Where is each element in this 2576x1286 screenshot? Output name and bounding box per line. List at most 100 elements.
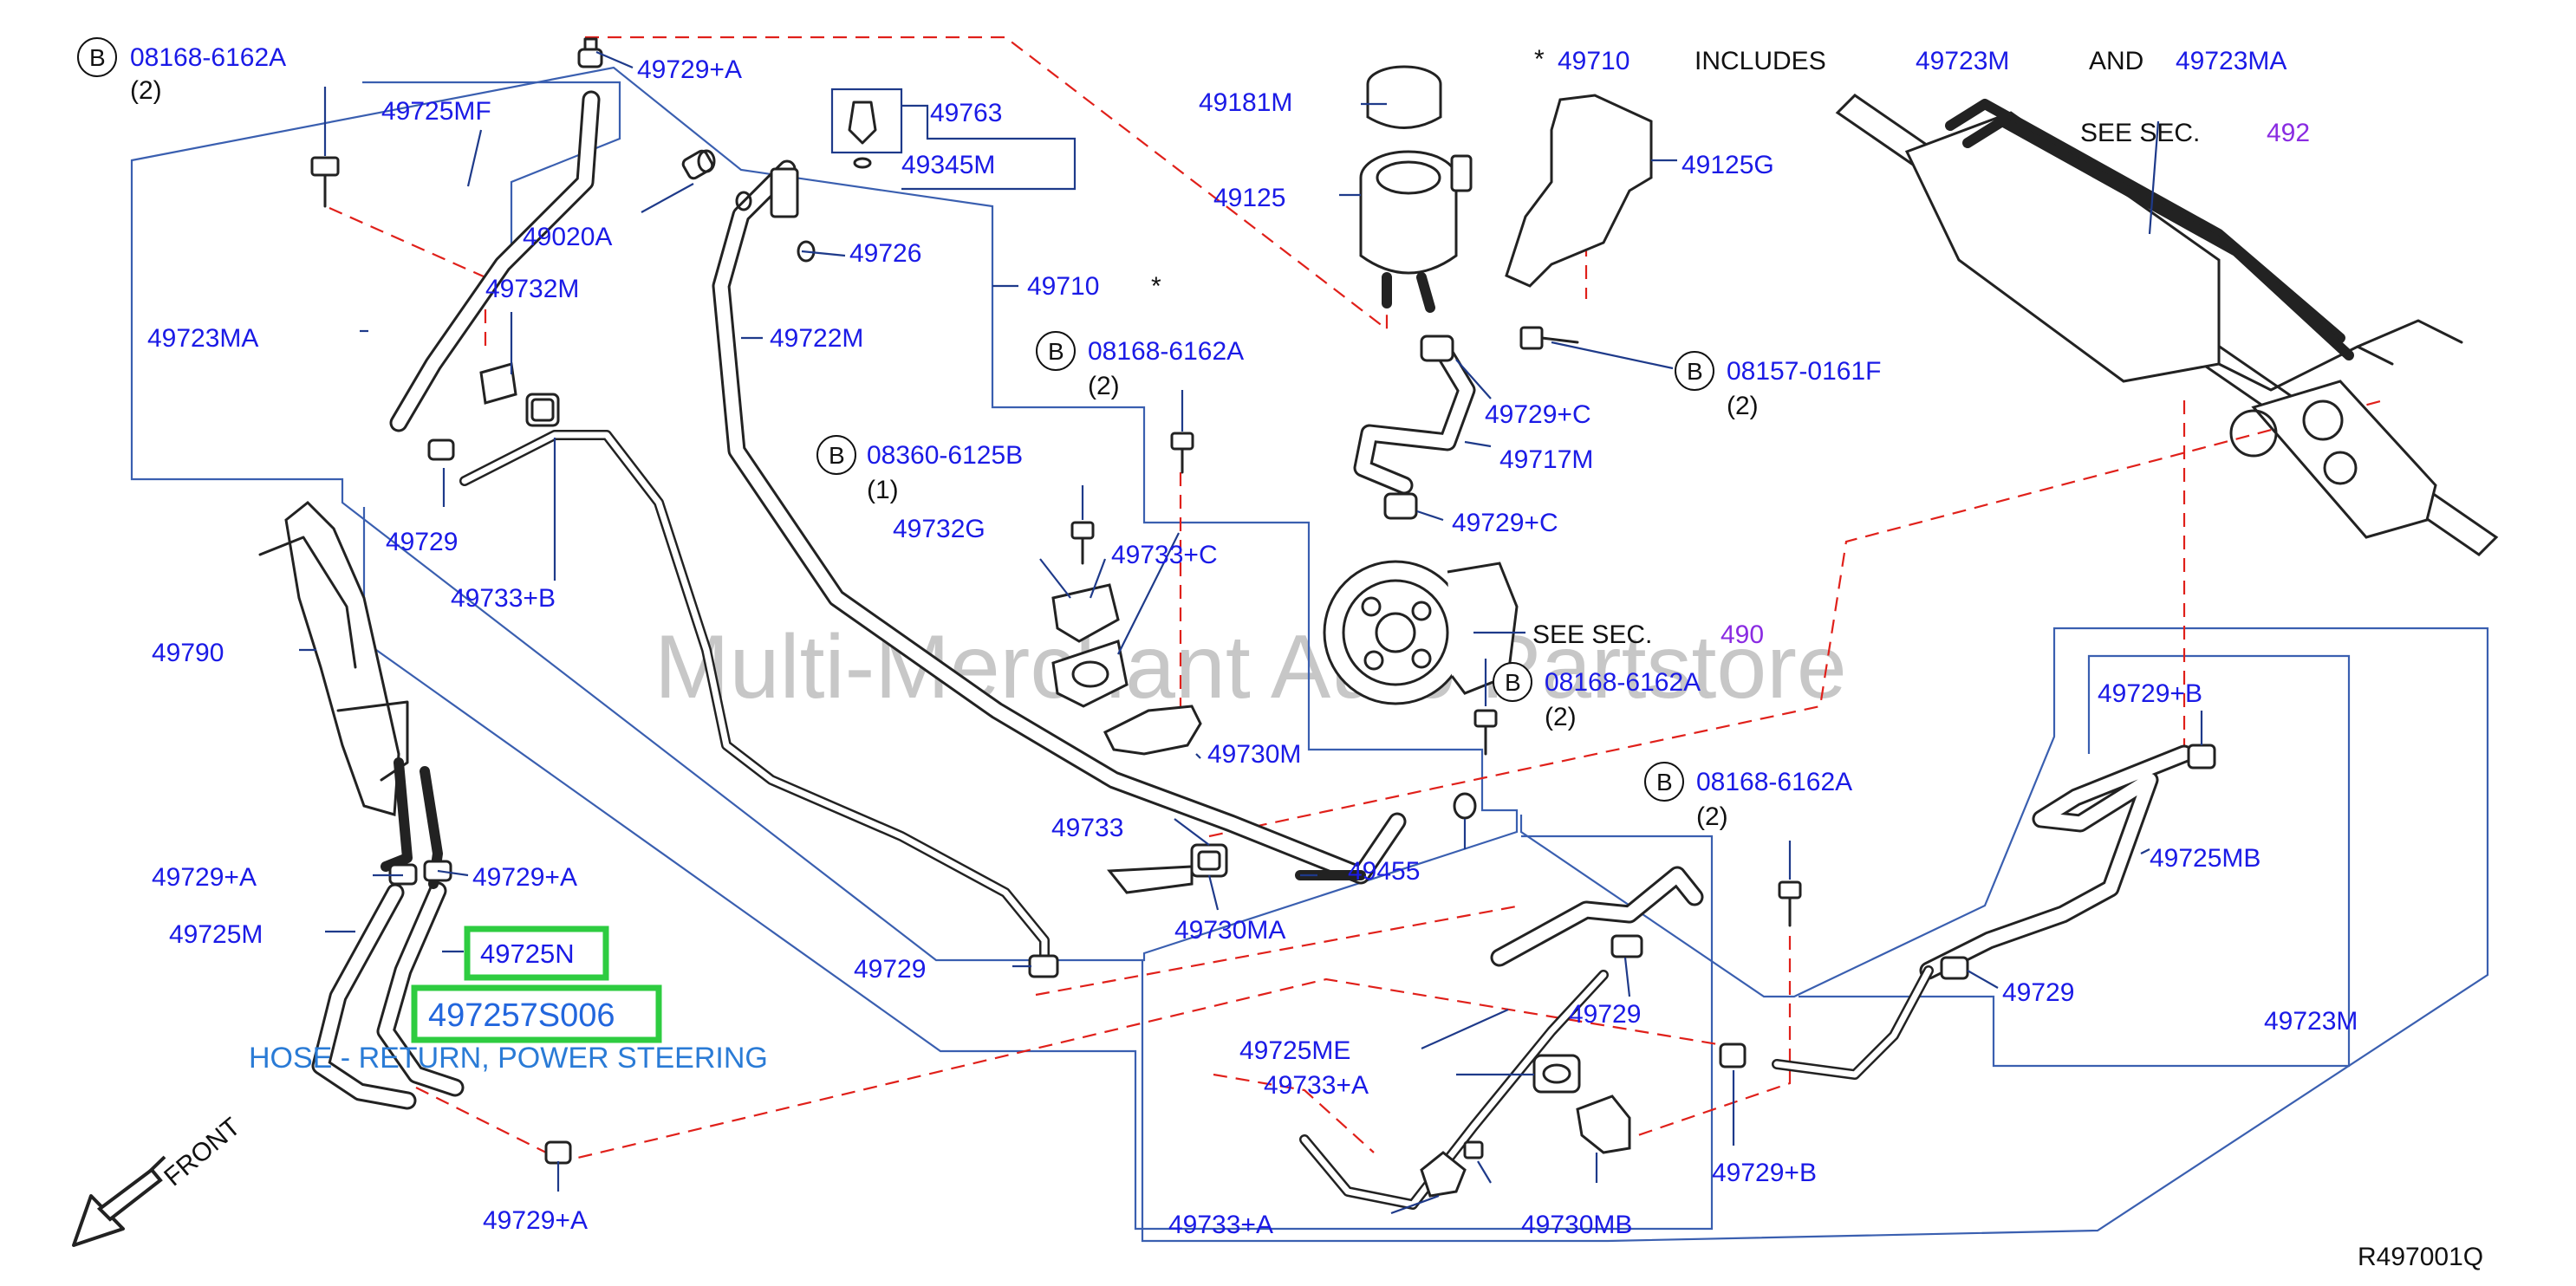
label-49730mb: 49730MB	[1521, 1211, 1632, 1239]
bracket-49730m	[1103, 705, 1202, 756]
dash-10	[1637, 936, 1792, 1137]
bolt-08168-3	[1473, 709, 1498, 756]
svg-text:B: B	[829, 442, 845, 469]
svg-text:08168-6162A: 08168-6162A	[130, 43, 286, 72]
bolt-08360	[1070, 521, 1095, 565]
bolt-ref-2: B 08168-6162A (2)	[1036, 331, 1244, 400]
reservoir-49125	[1359, 150, 1473, 313]
clamp-49729-mid	[1028, 954, 1059, 978]
clamp-49732g	[1051, 583, 1129, 708]
bolt-ref-5: B 08168-6162A (2)	[1493, 662, 1701, 731]
label-sec-490: 490	[1721, 620, 1764, 649]
part-49020a	[681, 149, 716, 180]
box-49763	[830, 88, 903, 154]
group-outline-inner	[1799, 654, 2351, 1068]
group-outline-49725mf	[362, 81, 621, 260]
clamp-49729c-2	[1383, 492, 1418, 520]
fitting-49722m	[770, 167, 799, 218]
label-49729a-l2: 49729+A	[472, 863, 577, 892]
label-49181m: 49181M	[1199, 88, 1292, 117]
label-and: AND	[2089, 47, 2143, 75]
label-49455: 49455	[1348, 857, 1420, 886]
label-49732g: 49732G	[893, 515, 986, 543]
clamp-49729c-1	[1420, 334, 1454, 362]
svg-text:B: B	[1687, 358, 1703, 385]
label-49763: 49763	[930, 99, 1002, 127]
svg-text:08360-6125B: 08360-6125B	[867, 441, 1023, 470]
clamp-49729b-top	[2187, 744, 2216, 770]
label-49790: 49790	[152, 639, 224, 667]
clamp-49729a-bottom	[544, 1140, 572, 1165]
clamp-49729b-low	[1719, 1042, 1747, 1068]
label-49725n: 49725N	[480, 939, 575, 969]
washer-49726-b	[797, 240, 816, 263]
bolt-08168-4	[1778, 880, 1802, 927]
bolt-ref-1: B 08168-6162A (2)	[77, 37, 286, 105]
label-star-top: *	[1534, 45, 1545, 74]
label-49729-left: 49729	[386, 528, 458, 556]
label-49733c: 49733+C	[1111, 541, 1218, 569]
highlight-box-49725n	[464, 926, 609, 981]
label-see-sec-490: SEE SEC.	[1532, 620, 1652, 649]
label-49733b: 49733+B	[451, 584, 556, 613]
cap-49181m	[1366, 65, 1442, 129]
pipe-49723m	[1772, 965, 1934, 1080]
label-49729b-top: 49729+B	[2098, 679, 2202, 708]
group-outline-49723ma	[130, 66, 1519, 962]
part-49763	[848, 101, 877, 145]
label-sec-492: 492	[2267, 119, 2310, 147]
highlight-box-497257s006	[411, 984, 662, 1043]
bolt-08157	[1519, 326, 1579, 350]
label-49717m: 49717M	[1499, 445, 1593, 474]
label-49729a-l1: 49729+A	[152, 863, 257, 892]
label-49729-right: 49729	[2002, 978, 2074, 1007]
label-497257s006: 497257S006	[428, 997, 615, 1034]
dash-9	[1213, 1073, 1375, 1153]
washer-49726-a	[735, 191, 752, 211]
label-49710-top: 49710	[1558, 47, 1630, 75]
label-49732m: 49732M	[485, 275, 579, 303]
bracket-49730ma	[1107, 843, 1228, 894]
cooler-49790	[258, 500, 443, 889]
svg-text:(2): (2)	[1545, 703, 1577, 731]
front-arrow-icon	[72, 1155, 166, 1247]
bracket-49730mb	[1576, 1094, 1631, 1154]
label-49726: 49726	[849, 239, 921, 268]
label-49725m: 49725M	[169, 920, 263, 949]
label-49729c-1: 49729+C	[1485, 400, 1591, 429]
clamp-49729a-top	[577, 37, 603, 68]
label-49125: 49125	[1213, 184, 1285, 212]
label-49733a-1: 49733+A	[1264, 1071, 1369, 1100]
svg-text:08168-6162A: 08168-6162A	[1088, 337, 1244, 366]
label-49729-mid: 49729	[854, 955, 926, 984]
label-49345m: 49345M	[901, 151, 995, 179]
dash-1	[585, 36, 1389, 332]
bolt-ref-6: B 08168-6162A (2)	[1644, 762, 1852, 831]
svg-text:B: B	[1656, 769, 1673, 796]
svg-text:08168-6162A: 08168-6162A	[1545, 668, 1701, 697]
dash-7	[1035, 904, 1522, 997]
label-49729-low: 49729	[1569, 1000, 1641, 1029]
svg-text:B: B	[89, 44, 106, 71]
label-49723ma: 49723MA	[147, 324, 258, 353]
clamp-49729-low	[1610, 934, 1643, 958]
svg-text:(2): (2)	[1088, 372, 1120, 400]
bolt-ref-3: B 08360-6125B (1)	[816, 435, 1023, 504]
reference-code: R497001Q	[2358, 1243, 2483, 1271]
label-49729c-2: 49729+C	[1452, 509, 1558, 537]
part-49345m	[853, 157, 872, 169]
svg-text:B: B	[1048, 338, 1064, 365]
label-includes: INCLUDES	[1695, 47, 1826, 75]
label-49729b-low: 49729+B	[1712, 1159, 1817, 1187]
group-outline-lower	[362, 507, 1714, 1231]
bolt-ref-4: B 08157-0161F (2)	[1675, 351, 1881, 420]
label-49733a-2: 49733+A	[1168, 1211, 1273, 1239]
bolt-08168-1	[310, 156, 340, 208]
pump-490	[1323, 560, 1519, 705]
label-49725me: 49725ME	[1239, 1036, 1350, 1065]
bolt-08168-2	[1170, 432, 1194, 474]
label-49730ma: 49730MA	[1174, 916, 1285, 945]
label-49730m: 49730M	[1207, 740, 1301, 769]
bracket-49125g	[1505, 94, 1653, 288]
svg-text:B: B	[1505, 669, 1521, 696]
